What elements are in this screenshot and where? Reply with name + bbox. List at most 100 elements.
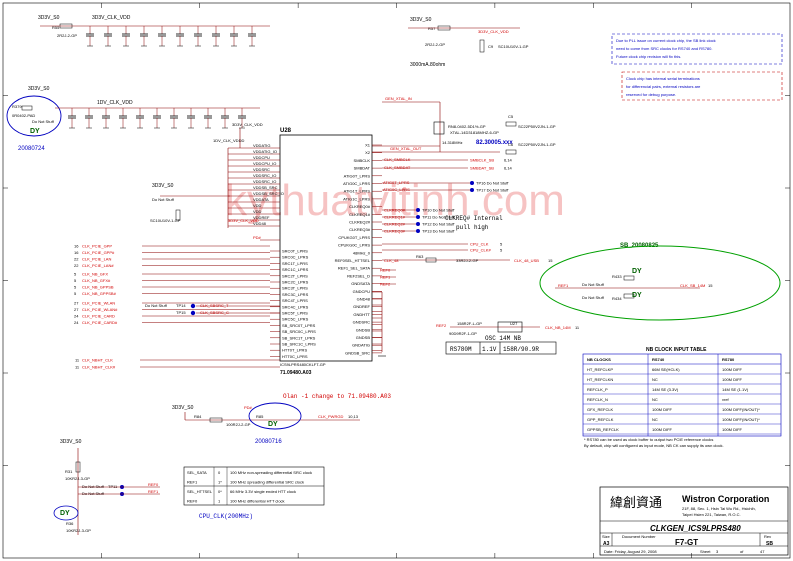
sheet-title: CLKGEN_ICS9LPRS480 <box>650 524 741 533</box>
ic-right-pin-name: REF1_SEL_SATA <box>338 266 370 271</box>
ref-strap-circuit: 3D3V_S0 R31 10KR2J-3-GP Do Not Stuff Do … <box>53 439 160 535</box>
ic-right-pin-name: GNDHTT <box>353 312 370 317</box>
top-resistor-ref: R55 <box>52 25 60 30</box>
nb-table-cell: 100M DIFF <box>722 427 743 432</box>
bead-rail: 3D3V_S0 <box>410 17 432 23</box>
of-value: 47 <box>760 549 765 554</box>
nb-table-cell: NC <box>652 397 658 402</box>
left-dy-resistor <box>21 105 33 111</box>
company-address-1: 21F, 88, Sec. 1, Hsin Tai Wu Rd., Hsichi… <box>682 506 756 511</box>
left-net-page: 16 <box>74 250 79 255</box>
xtal-cap-2-value: SC22P50V2JN-1-GP <box>518 142 556 147</box>
left-net-page: 24 <box>74 320 79 325</box>
ic-vdd-caps: 3D3V_S0 Do Not Stuff SC10U10V-1-GP 3D3V_… <box>150 183 259 223</box>
nb-table-cell: GPPSB_REFCLK <box>587 427 619 432</box>
size-value: A3 <box>603 541 610 547</box>
ic-vdd-pin-name: VDDATA <box>253 197 269 202</box>
ic-right-pin-name: REF2SEL_D <box>347 273 370 278</box>
blue-note-2-line-2: for differencial pairs, external resisto… <box>626 84 701 89</box>
blue-note-2-line-1: Clock chip has internal serial terminati… <box>626 76 700 81</box>
left-date-stamp: 20080724 <box>18 146 45 152</box>
sel-table-value: 1 <box>218 499 221 504</box>
ic-vdd-pin-name: VDD <box>253 203 262 208</box>
bead-ref: R57 <box>428 26 436 31</box>
strap-r2v: 10KR2J-3-GP <box>66 528 91 533</box>
ic-ref: U28 <box>280 128 292 134</box>
left-net-label: CLK_PCIE_GPP <box>82 244 112 249</box>
rev-label: Rev <box>764 534 771 539</box>
tp15-dot <box>190 310 196 316</box>
cpu-page: 5 <box>500 242 503 247</box>
sb-r434-body <box>623 293 635 299</box>
left-net-label: CLK_PCIE_WLAN# <box>82 307 118 312</box>
nb-table-cell: 100M DIFF <box>722 377 743 382</box>
ic-vdd-pin-name: VDDATIG_IO <box>253 149 277 154</box>
bottom-net-page: 11 <box>75 358 80 363</box>
ic-right-pin-name: GNDSATA <box>351 281 370 286</box>
usb-src-net: CLK_48 <box>384 258 399 263</box>
left-net-label: CLK_NB_GPPSB# <box>82 291 117 296</box>
ic-right-pins: X1X2SMBCLKSMBDATATIG0T_LPRSATIG0C_LPRSAT… <box>335 143 382 355</box>
osc-table-box <box>445 341 557 355</box>
pd-circuit: 3D3V_S0 PD# R84 100R2J-2-GP R85 DY CLK_P… <box>172 402 360 445</box>
nb-table-cell: NC <box>652 377 658 382</box>
ic-right-pin-name: GNDSB_SRC <box>345 350 370 355</box>
sb-src-dns: Do Not Stuff <box>145 303 168 308</box>
ic-vdd-pin-name: VDDCPU <box>253 155 270 160</box>
ic-right-pin-name: CLKREQ2# <box>349 220 371 225</box>
ic-src-pin-name: SB_SRC1C_LPRS <box>282 342 316 347</box>
top-decoupling-block: 3D3V_S0 3D3V_CLK_VDD R55 2R2J-2-GP <box>38 15 270 47</box>
pd-r1-body <box>209 417 223 423</box>
nb-table-cell: vref <box>722 397 730 402</box>
osc-cap-top <box>479 39 485 53</box>
strap-rail: 3D3V_S0 <box>60 439 82 445</box>
ic-pd-label: PD# <box>253 235 262 240</box>
sel-table-name: SEL_HTTSEL <box>187 489 213 494</box>
strap-r2: R36 <box>66 521 74 526</box>
left-vdd-label: 1DV_CLK_VDD <box>97 100 133 106</box>
ic-right-pin-name: ATIG0T_LPRS <box>344 173 371 178</box>
ref2-nb-block: REF2 158R2F-L-GP 90D9R2F-1-GP U27 CLK_NB… <box>436 321 580 336</box>
sb-green-ellipse <box>539 245 781 321</box>
sb-r433: R433 <box>612 274 622 279</box>
ref2-src: REF2 <box>436 323 447 328</box>
nb-table-footnote-2: By default, chip will configured as inpu… <box>584 443 724 448</box>
xtal-cap-2-ref: C6 <box>508 142 514 147</box>
ref2-u: U27 <box>510 321 518 326</box>
zone-ticks <box>3 3 790 558</box>
ic-right-pin-name: GNDCPU <box>353 289 370 294</box>
ic-vdd-rail-2: 3D3V_S0 <box>152 183 174 189</box>
smbus-net: SMBDAT_SB <box>470 166 494 171</box>
blue-note-1-line-2: need to come from SRC clocks for RS740 a… <box>616 46 713 51</box>
osc-table-cell-1: RS780M <box>450 346 472 353</box>
sel-table-desc: 100 MHz spreading differential SRC clock <box>230 480 304 485</box>
ic-right-pin-name: CLKREQ3# <box>349 227 371 232</box>
ic-left-pins: VDDATIGVDDATIG_IOVDDCPUVDDCPU_IOVDDSRCVD… <box>228 143 284 227</box>
left-net-page: 22 <box>74 263 79 268</box>
left-net-page: 22 <box>74 257 79 262</box>
usb-r-body <box>425 257 437 263</box>
sb-dy-1: DY <box>632 268 642 275</box>
left-rail-label: 3D3V_S0 <box>28 86 50 92</box>
left-dy-label: DY <box>30 128 40 135</box>
osc-cap-top-value: SC10U10V-1-GP <box>498 44 529 49</box>
mid-cap-row <box>68 108 246 129</box>
nb-table-footnote-1: * RS780 can be used as clock buffer to o… <box>584 437 713 442</box>
company-address-2: Taipei Hsien 221, Taiwan, R.O.C. <box>682 512 741 517</box>
atig-tp-dot <box>470 188 474 192</box>
rail-label-3v3: 3D3V_S0 <box>38 15 60 21</box>
tp14-dot <box>190 303 196 309</box>
left-dy-resistor-ref: R379 <box>12 104 22 109</box>
xtal-cap-1-value: SC22P50V2JN-1-GP <box>518 124 556 129</box>
usb-page: 15 <box>548 258 553 263</box>
left-dy-resistor-value: 0R0402-PAD <box>12 113 35 118</box>
sel-table-name: REF0 <box>187 499 198 504</box>
nb-table-cell: 100M DIFF <box>722 367 743 372</box>
clkreq-note-line-1: CLKREQ# Internal <box>445 215 503 222</box>
top-bead-block: 3D3V_S0 R57 2R2J-2-GP 3D3V_CLK_VDD 3000m… <box>408 17 529 68</box>
nb-table-cell: HT_REFCLKP <box>587 367 613 372</box>
sheet-label: Sheet <box>700 549 711 554</box>
